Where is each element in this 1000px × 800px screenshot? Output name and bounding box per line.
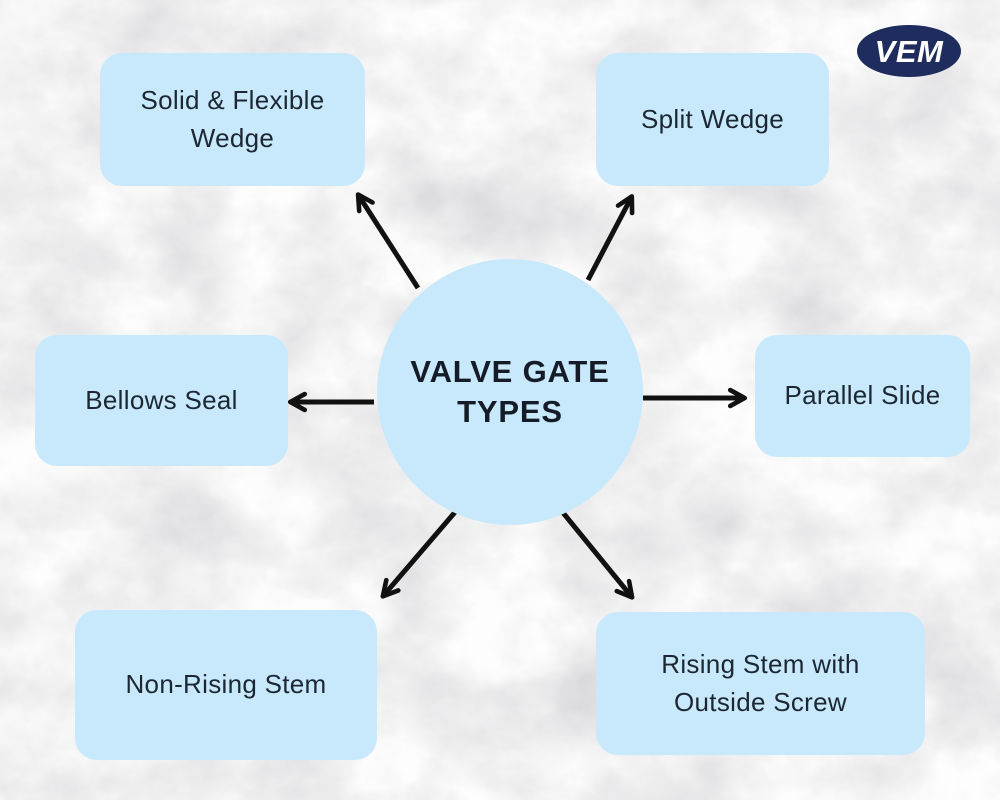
node-label: Non-Rising Stem: [125, 669, 327, 700]
node-label: Solid & Flexible Wedge: [140, 84, 325, 153]
vem-logo: VEM: [857, 25, 961, 77]
arrow-to-solid-flexible-wedge: [355, 192, 421, 290]
arrow-to-rising-stem-outside-screw: [558, 507, 635, 600]
node-parallel-slide: Parallel Slide: [755, 335, 970, 457]
node-rising-stem-outside-screw: Rising Stem with Outside Screw: [596, 612, 925, 755]
node-non-rising-stem: Non-Rising Stem: [75, 610, 377, 760]
node-label: Parallel Slide: [784, 380, 941, 411]
diagram-title: VALVE GATE TYPES: [410, 353, 610, 429]
logo-ellipse: [857, 25, 961, 77]
node-bellows-seal: Bellows Seal: [35, 335, 288, 466]
center-node: VALVE GATE TYPES: [377, 259, 643, 525]
arrow-to-split-wedge: [585, 194, 635, 282]
node-split-wedge: Split Wedge: [596, 53, 829, 186]
node-label: Bellows Seal: [85, 384, 238, 415]
logo-text: VEM: [875, 34, 944, 69]
node-label: Split Wedge: [640, 103, 784, 134]
node-solid-flexible-wedge: Solid & Flexible Wedge: [100, 53, 365, 186]
node-label: Rising Stem with Outside Screw: [661, 648, 860, 717]
arrow-to-non-rising-stem: [380, 509, 458, 599]
